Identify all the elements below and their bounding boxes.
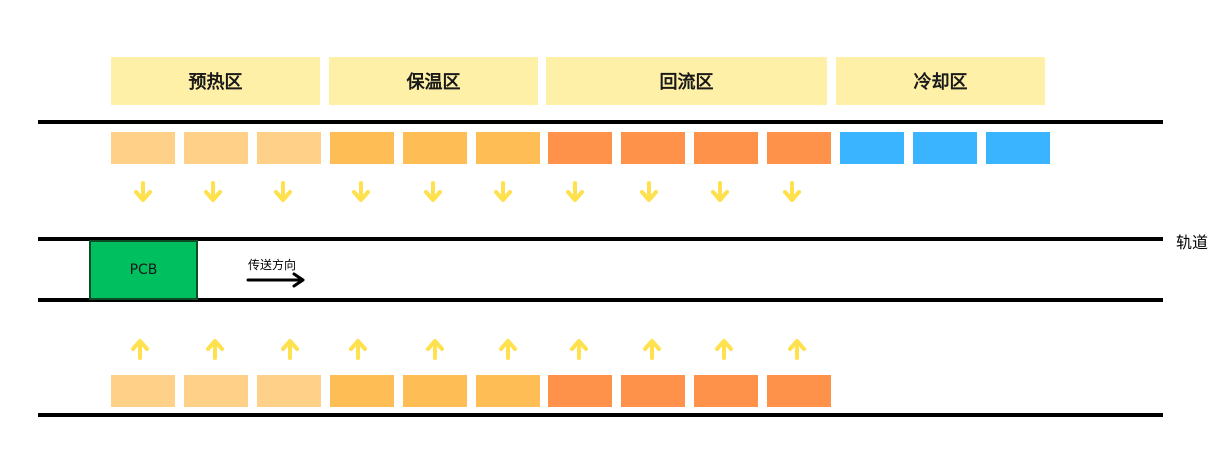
bottom-heater-reflow <box>548 375 613 407</box>
pcb-board: PCB <box>89 240 198 300</box>
bottom-heater-preheat <box>111 375 175 407</box>
arrow-up-icon <box>788 339 806 360</box>
zone-label-preheat: 预热区 <box>111 57 320 105</box>
top-heater-reflow <box>694 132 759 164</box>
arrow-up-icon <box>349 339 367 360</box>
track-upper-rail <box>38 237 1163 241</box>
arrow-down-icon <box>274 181 292 202</box>
top-heater-cooling <box>912 132 977 164</box>
arrow-down-icon <box>711 181 729 202</box>
bottom-heater-soak <box>475 375 540 407</box>
top-heater-reflow <box>767 132 832 164</box>
arrow-down-icon <box>494 181 512 202</box>
arrow-up-icon <box>281 339 299 360</box>
arrow-right-icon <box>246 272 305 288</box>
zone-label-soak: 保温区 <box>329 57 538 105</box>
pcb-label: PCB <box>129 262 158 278</box>
zone-label-reflow: 回流区 <box>546 57 827 105</box>
arrow-down-icon <box>134 181 152 202</box>
top-heater-preheat <box>256 132 321 164</box>
arrow-up-icon <box>426 339 444 360</box>
arrow-up-icon <box>715 339 733 360</box>
arrow-down-icon <box>204 181 222 202</box>
conveyor-direction-label: 传送方向 <box>248 258 297 272</box>
top-oven-rail <box>38 120 1163 124</box>
arrow-up-icon <box>131 339 149 360</box>
arrow-down-icon <box>352 181 370 202</box>
top-heater-soak <box>402 132 467 164</box>
arrow-up-icon <box>643 339 661 360</box>
top-heater-preheat <box>183 132 248 164</box>
track-lower-rail <box>38 298 1163 302</box>
arrow-down-icon <box>566 181 584 202</box>
bottom-heater-reflow <box>621 375 686 407</box>
top-heater-soak <box>329 132 394 164</box>
arrow-down-icon <box>783 181 801 202</box>
bottom-heater-preheat <box>256 375 321 407</box>
top-heater-preheat <box>111 132 175 164</box>
bottom-heater-reflow <box>767 375 832 407</box>
arrow-down-icon <box>640 181 658 202</box>
bottom-heater-preheat <box>183 375 248 407</box>
top-heater-soak <box>475 132 540 164</box>
bottom-heater-soak <box>329 375 394 407</box>
zone-label-cooling: 冷却区 <box>836 57 1045 105</box>
top-heater-reflow <box>621 132 686 164</box>
bottom-heater-reflow <box>694 375 759 407</box>
bottom-oven-rail <box>38 413 1163 417</box>
track-label: 轨道 <box>1176 233 1209 252</box>
top-heater-reflow <box>548 132 613 164</box>
arrow-up-icon <box>499 339 517 360</box>
top-heater-cooling <box>840 132 904 164</box>
top-heater-cooling <box>985 132 1050 164</box>
arrow-down-icon <box>424 181 442 202</box>
bottom-heater-soak <box>402 375 467 407</box>
arrow-up-icon <box>206 339 224 360</box>
arrow-up-icon <box>570 339 588 360</box>
